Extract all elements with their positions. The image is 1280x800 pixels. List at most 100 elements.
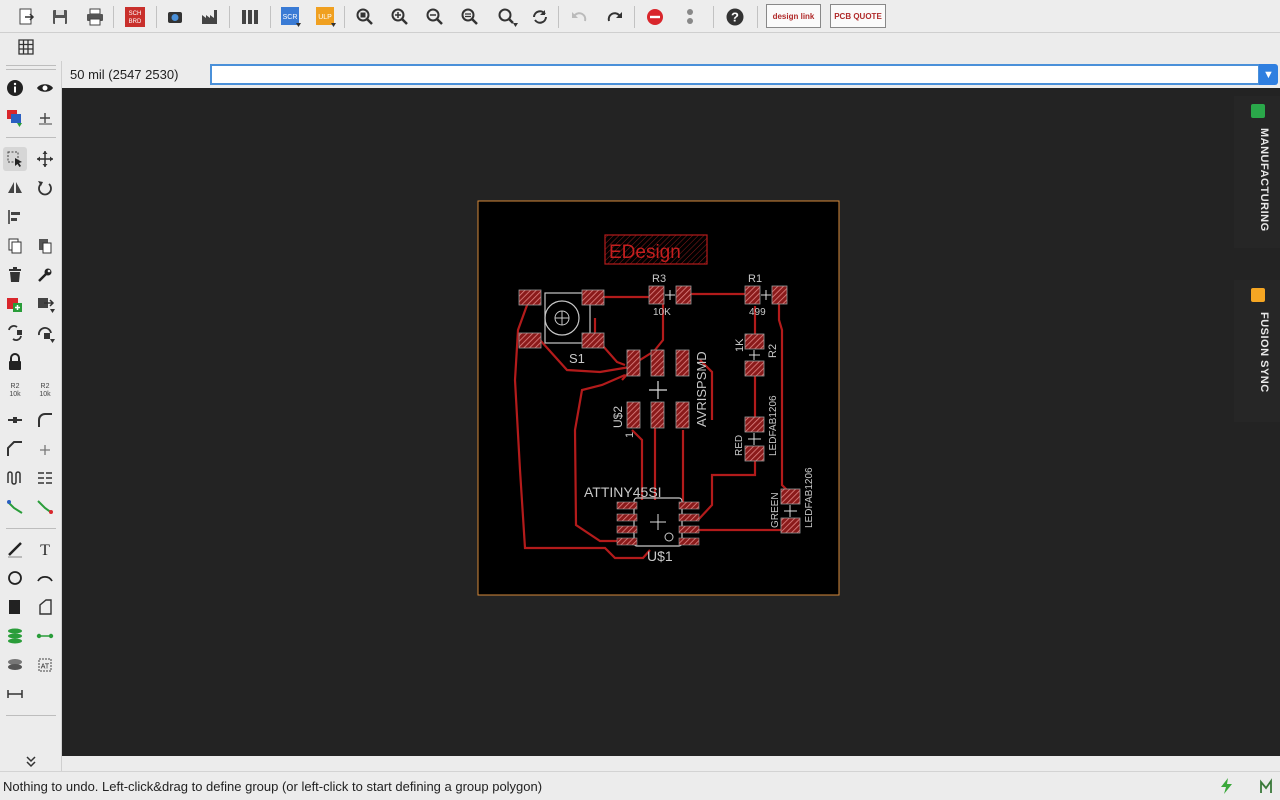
pcb-board-drawing[interactable]: EDesign R3 10K R1 499 S1 1K R2 AVRISPSMD… [62,88,1280,756]
swap-icon[interactable] [3,321,27,345]
r2-label-2: R2 [40,383,50,390]
pcb-quote-label: PCB QUOTE [834,11,882,21]
s1-label: S1 [569,351,585,366]
save-icon[interactable] [48,5,72,29]
show-eye-icon[interactable] [33,76,57,100]
fusion-icon [1251,288,1265,302]
undo-icon[interactable] [567,5,591,29]
board-canvas[interactable]: EDesign R3 10K R1 499 S1 1K R2 AVRISPSMD… [62,88,1280,756]
circle-icon[interactable] [3,566,27,590]
meander-icon[interactable] [3,466,27,490]
switch-s1[interactable] [518,289,605,349]
r3-value-label: 10K [653,307,671,318]
pcb-quote-button[interactable]: PCB QUOTE [830,4,886,28]
r3-name-label: R3 [652,273,666,285]
ripup-icon[interactable] [33,466,57,490]
arc-icon[interactable] [33,566,57,590]
miter-icon[interactable] [33,408,57,432]
info-icon[interactable] [3,76,27,100]
status-bar: Nothing to undo. Left-click&drag to defi… [0,771,1280,800]
zoom-fit-icon[interactable] [353,5,377,29]
dimension-icon[interactable] [3,682,27,706]
slice-icon[interactable] [3,437,27,461]
command-history-dropdown[interactable]: ▼ [1259,64,1278,85]
led-green[interactable] [780,488,801,534]
zoom-window-icon[interactable] [495,5,519,29]
smash-value-icon[interactable]: R2 10k [33,379,57,403]
open-file-icon[interactable] [14,5,38,29]
lock-icon[interactable] [3,350,27,374]
design-link-button[interactable]: design link [766,4,821,28]
script-icon[interactable]: SCR [279,5,303,29]
led-red[interactable] [744,416,765,462]
delete-trash-icon[interactable] [3,263,27,287]
mirror-icon[interactable] [3,176,27,200]
rotate-part-icon[interactable] [33,321,57,345]
expand-toolbar-chevron-icon[interactable] [19,749,43,773]
ulp-icon[interactable]: ULP [314,5,338,29]
stop-icon[interactable] [643,5,667,29]
align-icon[interactable] [3,205,27,229]
isp-header-u2[interactable] [626,349,690,429]
fusion-sync-panel-tab[interactable]: FUSION SYNC [1234,280,1280,422]
rectangle-icon[interactable] [3,595,27,619]
r1-name-label: R1 [748,273,762,285]
attiny-u1[interactable] [616,497,700,547]
board-title-label: EDesign [609,242,681,263]
chevron-down-icon: ▼ [1263,68,1274,81]
autorouter-icon[interactable] [33,495,57,519]
avrisp-label: AVRISPSMD [694,351,709,427]
attribute-icon[interactable]: AT [33,653,57,677]
left-toolbar: R2 10k R2 10k T [0,61,62,771]
mark-origin-icon[interactable] [33,106,57,130]
help-icon[interactable]: ? [723,5,747,29]
resistor-r1[interactable] [744,285,788,305]
green-led-label: GREEN [770,492,781,528]
copy-icon[interactable] [3,234,27,258]
lightning-icon[interactable] [1218,777,1236,800]
fusion-sync-tab-label: FUSION SYNC [1258,312,1270,393]
cam-processor-icon[interactable] [163,5,187,29]
go-icon[interactable] [678,5,702,29]
resistor-r3[interactable] [648,285,692,305]
change-wrench-icon[interactable] [33,263,57,287]
command-input[interactable] [210,64,1260,85]
manufacturing-icon [1251,104,1265,118]
library-icon[interactable] [238,5,262,29]
resistor-r2[interactable] [744,333,765,377]
group-select-icon[interactable] [3,147,27,171]
polygon-icon[interactable] [33,595,57,619]
edesign-label-box [604,234,708,265]
via-stack-icon[interactable] [3,624,27,648]
attiny-label: ATTINY45SI [584,484,662,500]
layer-display-icon[interactable] [3,106,27,130]
zoom-select-icon[interactable] [458,5,482,29]
route-icon[interactable] [3,495,27,519]
move-icon[interactable] [33,147,57,171]
optimize-icon[interactable] [33,437,57,461]
paste-icon[interactable] [33,234,57,258]
name-value-icon[interactable]: R2 10k [3,379,27,403]
route-status-icon[interactable] [1258,777,1276,800]
hole-icon[interactable] [3,653,27,677]
redo-icon[interactable] [603,5,627,29]
line-icon[interactable] [3,537,27,561]
zoom-out-icon[interactable] [423,5,447,29]
print-icon[interactable] [83,5,107,29]
horizontal-scrollbar[interactable] [62,756,1280,771]
grid-icon[interactable] [14,35,38,59]
add-part-icon[interactable] [3,292,27,316]
rotate-icon[interactable] [33,176,57,200]
manufacturing-panel-tab[interactable]: MANUFACTURING [1234,96,1280,248]
redraw-icon[interactable] [528,5,552,29]
parameter-toolbar [0,33,1280,61]
red-led-part-label: LEDFAB1206 [768,395,779,456]
text-icon[interactable]: T [33,537,57,561]
signal-icon[interactable] [33,624,57,648]
split-icon[interactable] [3,408,27,432]
zoom-in-icon[interactable] [388,5,412,29]
replace-part-icon[interactable] [33,292,57,316]
manufacturing-factory-icon[interactable] [198,5,222,29]
r1-value-label: 499 [749,307,766,318]
